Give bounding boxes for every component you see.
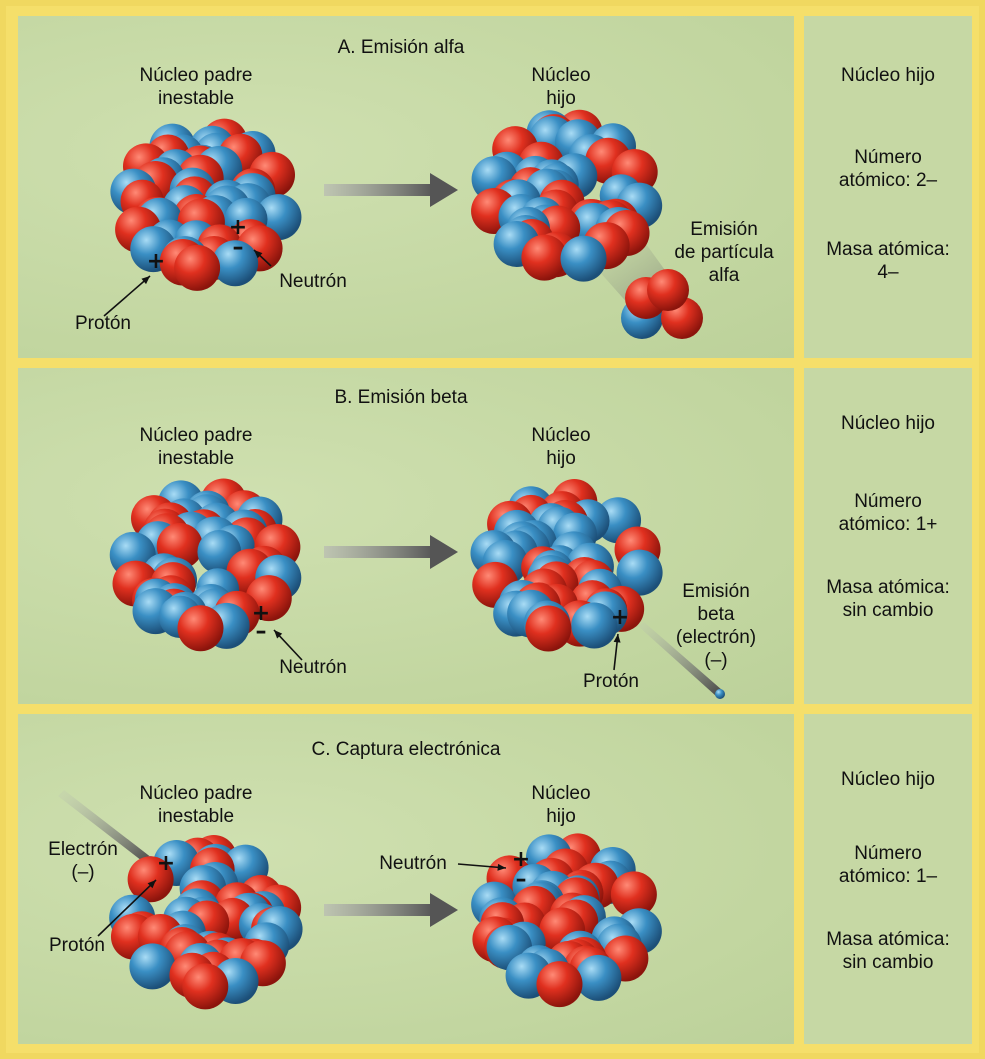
proton-pointer-head xyxy=(613,634,621,643)
neutron-minus-sign: – xyxy=(233,235,244,260)
neutron-plus-sign: + xyxy=(229,215,247,240)
parent-nucleus-label: Núcleo padre inestable xyxy=(139,65,253,109)
daughter-nucleus-label: Núcleo hijo xyxy=(531,425,591,469)
section-title-capture: C. Captura electrónica xyxy=(311,739,501,760)
neutron-minus-sign: – xyxy=(516,867,527,892)
side-atomic-number: Número atómico: 1– xyxy=(838,843,938,887)
proton-sphere xyxy=(127,856,174,903)
proton-pointer-head xyxy=(141,276,150,285)
proton-plus-sign: + xyxy=(611,605,629,630)
proton-sphere xyxy=(525,605,572,652)
electron-sphere xyxy=(715,689,725,699)
diagram-artwork: +–++–+++– xyxy=(58,109,725,1010)
neutron-label: Neutrón xyxy=(379,853,447,874)
daughter-nucleus-beta xyxy=(470,479,663,652)
neutron-plus-sign: + xyxy=(252,601,270,626)
proton-label: Protón xyxy=(583,671,639,692)
side-atomic-number: Número atómico: 2– xyxy=(838,147,938,191)
arrow-head xyxy=(430,893,458,927)
neutron-label: Neutrón xyxy=(279,271,347,292)
neutron-minus-sign: – xyxy=(256,619,267,644)
proton-plus-sign: + xyxy=(147,249,165,274)
reaction-arrow xyxy=(324,173,458,207)
proton-sphere xyxy=(174,244,221,291)
proton-label: Protón xyxy=(75,313,131,334)
proton-sphere xyxy=(177,605,224,652)
parent-nucleus-label: Núcleo padre inestable xyxy=(139,425,253,469)
neutron-sphere xyxy=(212,240,259,287)
proton-pointer xyxy=(103,275,151,317)
proton-sphere xyxy=(610,871,657,918)
proton-pointer xyxy=(97,879,157,937)
side-panel-capture: Núcleo hijo Número atómico: 1– Masa atóm… xyxy=(804,714,972,1044)
proton-pointer-head xyxy=(147,880,156,889)
beta-emission-label: Emisión beta (electrón) (–) xyxy=(675,581,757,671)
daughter-nucleus-capture xyxy=(471,833,662,1008)
proton-sphere xyxy=(521,234,568,281)
neutron-label: Neutrón xyxy=(279,657,347,678)
neutron-sphere xyxy=(575,954,622,1001)
proton-sphere xyxy=(536,961,583,1008)
arrow-head xyxy=(430,535,458,569)
side-atomic-mass: Masa atómica: 4– xyxy=(826,239,950,283)
side-daughter-label: Núcleo hijo xyxy=(841,413,935,434)
parent-nucleus-label: Núcleo padre inestable xyxy=(139,783,253,827)
arrow-shaft xyxy=(324,184,434,196)
proton-label: Protón xyxy=(49,935,105,956)
side-panel-beta: Núcleo hijo Número atómico: 1+ Masa atóm… xyxy=(804,368,972,704)
side-atomic-mass: Masa atómica: sin cambio xyxy=(826,577,950,621)
side-atomic-mass: Masa atómica: sin cambio xyxy=(826,929,950,973)
arrow-head xyxy=(430,173,458,207)
proton-plus-sign: + xyxy=(157,851,175,876)
electron-label: Electrón (–) xyxy=(48,839,118,883)
figure-frame: Núcleo hijo Número atómico: 2– Masa atóm… xyxy=(6,6,979,1053)
side-daughter-label: Núcleo hijo xyxy=(841,769,935,790)
alpha-particle xyxy=(621,269,703,339)
arrow-shaft xyxy=(324,904,434,916)
reaction-arrow xyxy=(324,893,458,927)
alpha-emission-label: Emisión de partícula alfa xyxy=(674,219,774,286)
neutron-sphere xyxy=(571,602,618,649)
reaction-arrow xyxy=(324,535,458,569)
proton-sphere xyxy=(647,269,689,311)
arrow-shaft xyxy=(324,546,434,558)
proton-sphere xyxy=(182,963,229,1010)
daughter-nucleus-label: Núcleo hijo xyxy=(531,783,591,827)
section-title-alpha: A. Emisión alfa xyxy=(337,37,465,58)
neutron-pointer-head xyxy=(274,630,283,639)
neutron-sphere xyxy=(129,943,176,990)
side-atomic-number: Número atómico: 1+ xyxy=(838,491,938,535)
beta-ray xyxy=(638,622,722,696)
neutron-sphere xyxy=(616,549,663,596)
section-title-beta: B. Emisión beta xyxy=(334,387,468,408)
parent-nucleus-capture xyxy=(109,834,303,1010)
parent-nucleus-alpha xyxy=(110,118,302,291)
parent-nucleus-beta xyxy=(109,478,302,652)
neutron-sphere xyxy=(560,235,607,282)
side-panel-alpha: Núcleo hijo Número atómico: 2– Masa atóm… xyxy=(804,16,972,358)
side-daughter-label: Núcleo hijo xyxy=(841,65,935,86)
neutron-plus-sign: + xyxy=(512,847,530,872)
neutron-pointer-head xyxy=(254,250,263,259)
daughter-nucleus-label: Núcleo hijo xyxy=(531,65,591,109)
neutron-pointer-head xyxy=(497,863,506,871)
electron-ray xyxy=(58,790,152,864)
daughter-nucleus-alpha xyxy=(471,109,663,282)
